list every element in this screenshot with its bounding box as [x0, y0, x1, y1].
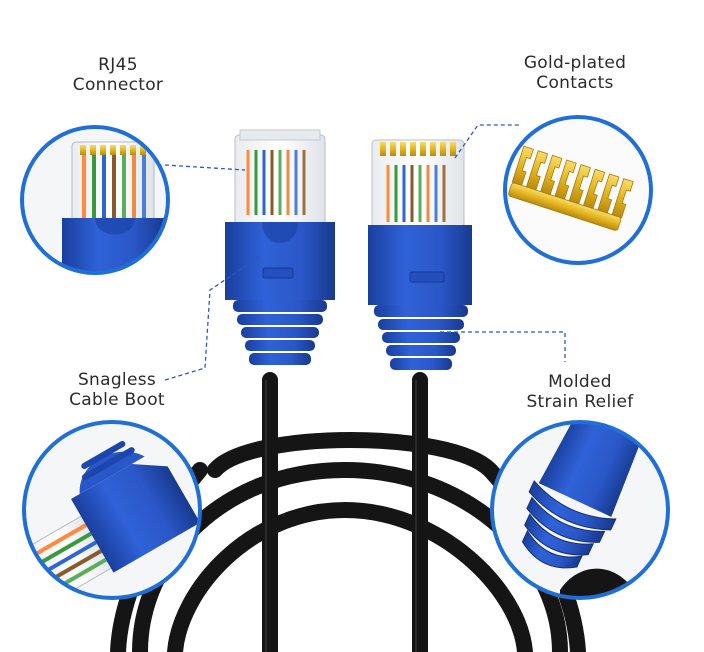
rj45-detail-photo — [20, 125, 170, 275]
strain-label-line1: Molded — [548, 372, 612, 392]
strain-relief-photo — [490, 420, 670, 600]
boot-label-line1: Snagless — [77, 370, 157, 390]
gold-contacts-label: Gold-plated Contacts — [500, 53, 650, 93]
boot-label-line2: Cable Boot — [69, 390, 165, 410]
cable-boot-photo — [22, 420, 202, 600]
rj45-label-line1: RJ45 — [98, 55, 138, 75]
snagless-boot-label: Snagless Cable Boot — [52, 370, 182, 410]
rj45-label-line2: Connector — [72, 75, 164, 95]
gold-label-line1: Gold-plated — [523, 53, 627, 73]
right-connector — [368, 139, 472, 370]
strain-label-line2: Strain Relief — [526, 392, 634, 412]
gold-label-line2: Contacts — [536, 73, 614, 93]
left-connector — [225, 129, 335, 365]
strain-relief-label: Molded Strain Relief — [505, 372, 655, 412]
gold-contacts-photo — [503, 115, 653, 265]
leader-lines — [164, 124, 566, 381]
rj45-connector-label: RJ45 Connector — [48, 55, 188, 95]
